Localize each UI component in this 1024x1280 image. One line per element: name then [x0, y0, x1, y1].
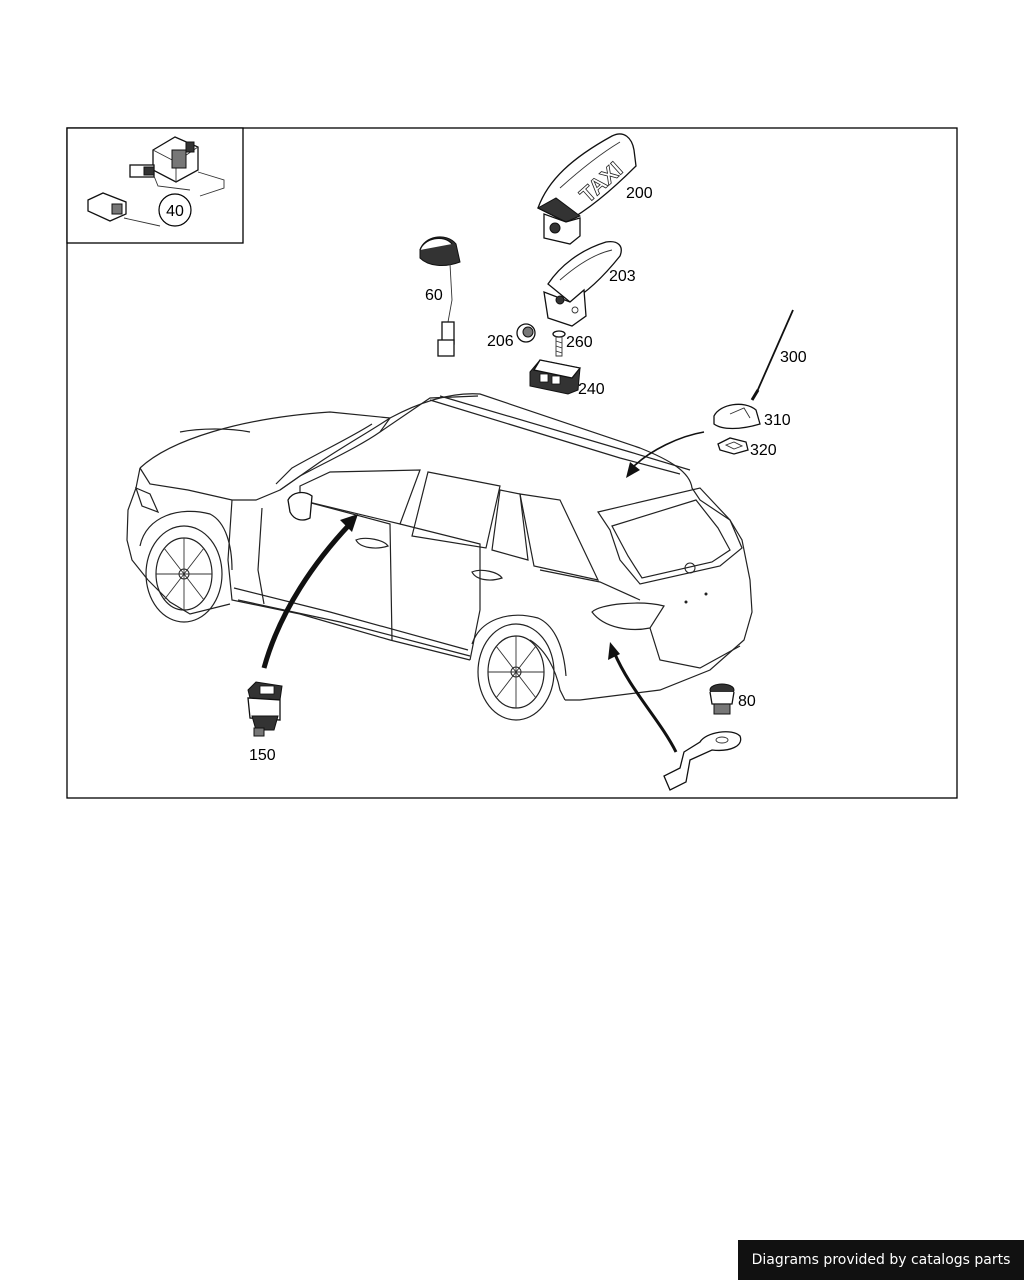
callout-80: 80 — [738, 693, 756, 710]
arrow-to-door-icon — [261, 514, 358, 669]
push-button-icon — [709, 683, 735, 715]
antenna-icon — [419, 236, 461, 357]
knob-icon — [516, 323, 536, 343]
antenna-base-icon — [713, 403, 761, 430]
control-module-icon — [529, 359, 582, 395]
footer-text: Diagrams provided by catalogs parts — [751, 1252, 1011, 1268]
bracket-icon — [663, 731, 742, 791]
callout-300: 300 — [780, 349, 807, 366]
rear-wheel-icon — [471, 614, 567, 721]
callout-150: 150 — [249, 747, 276, 764]
sign-base-icon — [543, 240, 622, 327]
gasket-icon — [717, 437, 749, 455]
callout-206: 206 — [487, 333, 514, 350]
antenna-rod-icon — [750, 309, 794, 401]
car-body-icon — [126, 393, 753, 701]
callout-203: 203 — [609, 268, 636, 285]
arrow-to-rear-icon — [608, 642, 678, 753]
inset-frame — [66, 127, 244, 244]
screw-icon — [552, 330, 566, 357]
switch-icon — [247, 681, 283, 737]
callout-320: 320 — [750, 442, 777, 459]
callout-200: 200 — [626, 185, 653, 202]
taxi-roof-sign-icon — [536, 133, 637, 245]
connector-assembly-icon — [87, 136, 225, 227]
callout-60: 60 — [425, 287, 443, 304]
diagram-frame — [66, 127, 958, 799]
arrow-to-roof-icon — [626, 431, 705, 478]
callout-260: 260 — [566, 334, 593, 351]
callout-40: 40 — [166, 203, 184, 220]
front-wheel-icon — [139, 510, 233, 623]
callout-240: 240 — [578, 381, 605, 398]
callout-310: 310 — [764, 412, 791, 429]
callout-40-circle — [158, 193, 192, 227]
footer-banner: Diagrams provided by catalogs parts — [738, 1240, 1024, 1280]
